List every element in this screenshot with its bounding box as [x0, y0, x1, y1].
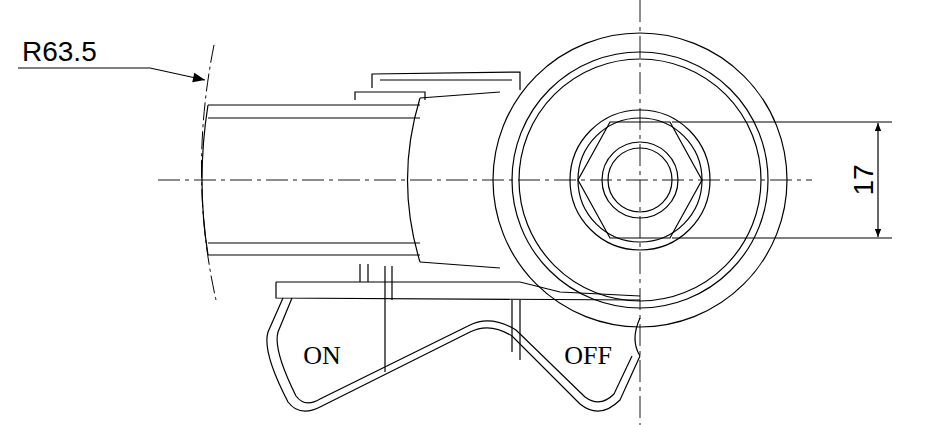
- radius-dimension: R63.5: [22, 38, 97, 66]
- top-tab: [355, 72, 520, 100]
- radius-leader: [18, 68, 205, 80]
- pipe-body: [202, 92, 500, 268]
- radius-arc: [201, 45, 216, 300]
- size-dimension: 17: [850, 164, 878, 195]
- handle: [267, 264, 640, 411]
- handle-marking: ON: [303, 343, 341, 369]
- dimension-lines: [672, 122, 892, 238]
- handle-marking: OFF: [564, 343, 612, 369]
- valve-body: [493, 33, 787, 327]
- hex-nut: [578, 122, 702, 238]
- center-line: [158, 180, 812, 181]
